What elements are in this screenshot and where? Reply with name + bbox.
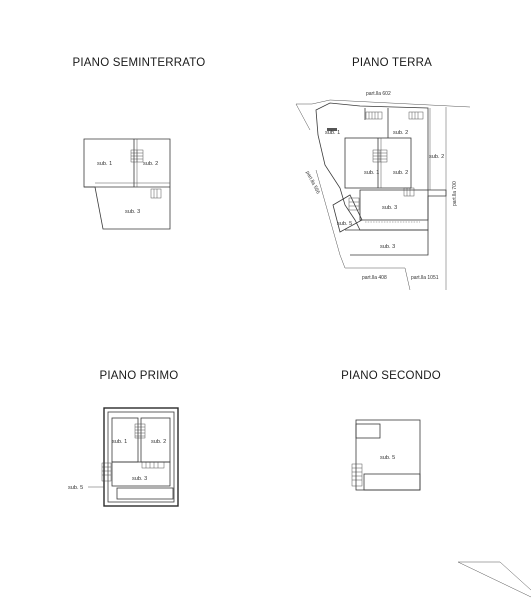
label-parcel-700: part.lla 700 [452, 181, 458, 206]
label-sub2: sub. 2 [393, 170, 408, 176]
label-sub1-left: sub. 1 [325, 130, 340, 136]
title-primo: PIANO PRIMO [100, 370, 179, 382]
room [363, 473, 421, 491]
boundary-line [404, 267, 411, 291]
label-sub5: sub. 5 [380, 455, 395, 461]
wall-marker [327, 128, 337, 131]
boundary-line [315, 169, 405, 269]
label-sub3-bottom: sub. 3 [380, 244, 395, 250]
label-sub2-top: sub. 2 [393, 130, 408, 136]
room [355, 423, 381, 439]
label-sub3: sub. 3 [382, 205, 397, 211]
staircase [351, 463, 363, 487]
plan-seminterrato: PIANO SEMINTERRATO sub. 1 sub. 2 sub. 3 [73, 57, 206, 230]
boundary-line [296, 99, 471, 108]
boundary-line [295, 103, 311, 131]
label-sub3: sub. 3 [132, 476, 147, 482]
room-sub3-lower [345, 229, 429, 256]
room-sub5 [332, 194, 363, 233]
label-parcel-566: part.lla 566 [304, 170, 321, 195]
corner-mark [457, 561, 531, 598]
staircase [101, 423, 165, 482]
plan-primo: PIANO PRIMO sub. 1 sub. 2 sub. 3 sub. 5 [68, 370, 179, 507]
label-parcel-1051: part.lla 1051 [411, 275, 439, 281]
staircase [130, 149, 162, 199]
label-sub2-right: sub. 2 [429, 154, 444, 160]
label-sub2: sub. 2 [151, 439, 166, 445]
room [359, 189, 429, 221]
title-secondo: PIANO SECONDO [341, 370, 441, 382]
label-sub2: sub. 2 [143, 161, 158, 167]
title-seminterrato: PIANO SEMINTERRATO [73, 57, 206, 69]
label-sub3: sub. 3 [125, 209, 140, 215]
room [116, 487, 174, 500]
label-sub5: sub. 5 [337, 221, 352, 227]
staircase [348, 111, 424, 211]
inner-outline [107, 411, 175, 503]
label-sub5: sub. 5 [68, 485, 83, 491]
label-sub1: sub. 1 [364, 170, 379, 176]
outline-primo [103, 407, 179, 507]
plan-terra: PIANO TERRA [295, 57, 471, 291]
label-sub1: sub. 1 [97, 161, 112, 167]
outline-seminterrato [83, 138, 171, 230]
label-sub1: sub. 1 [112, 439, 127, 445]
label-parcel-602: part.lla 602 [366, 91, 391, 97]
title-terra: PIANO TERRA [352, 57, 432, 69]
label-parcel-408: part.lla 408 [362, 275, 387, 281]
plan-secondo: PIANO SECONDO sub. 5 [341, 370, 441, 491]
room [111, 461, 171, 487]
